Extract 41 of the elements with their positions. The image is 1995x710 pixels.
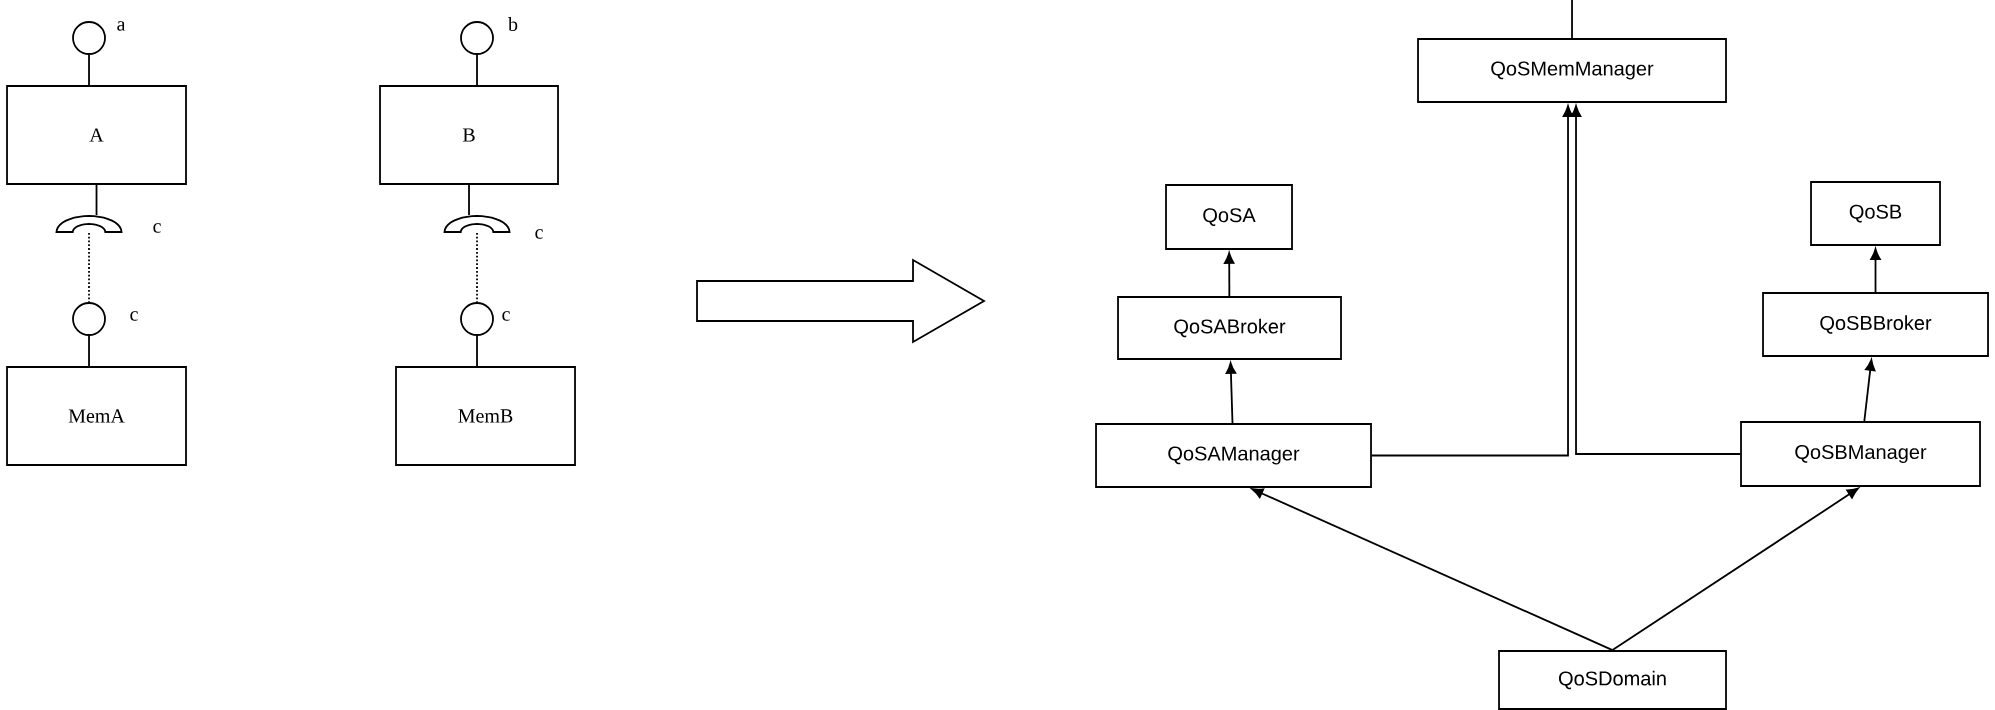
class-box: MemA (6, 366, 187, 466)
interface-circle (460, 21, 494, 55)
connector-line (88, 232, 90, 303)
connector-line (88, 54, 90, 86)
connector-line (95, 184, 98, 216)
socket-symbol (55, 215, 123, 233)
interface-label: c (130, 311, 138, 321)
arrow (1570, 105, 1741, 455)
socket-symbol (443, 215, 511, 233)
arrow (1371, 105, 1574, 457)
connector-line (1571, 0, 1573, 39)
class-box: QoSBManager (1740, 421, 1981, 487)
interface-label: a (117, 21, 126, 31)
class-box: QoSBBroker (1762, 292, 1989, 357)
class-box: A (6, 85, 187, 185)
class-box: QoSDomain (1498, 650, 1727, 710)
class-box: B (379, 85, 559, 185)
interface-label: c (502, 311, 510, 321)
class-box: QoSA (1165, 184, 1293, 250)
class-box: QoSMemManager (1417, 38, 1727, 103)
arrow (1611, 487, 1859, 651)
interface-circle (72, 302, 106, 336)
interface-label: c (535, 229, 543, 239)
interface-label: b (508, 16, 518, 31)
interface-circle (72, 21, 106, 55)
connector-line (468, 184, 470, 216)
class-box: QoSAManager (1095, 423, 1372, 488)
interface-circle (460, 302, 494, 336)
connector-line (476, 54, 478, 86)
class-box: QoSABroker (1117, 296, 1342, 360)
connector-line (88, 335, 90, 367)
class-box: QoSB (1810, 181, 1941, 246)
interface-label: c (153, 223, 161, 233)
connector-line (476, 232, 478, 303)
arrow (1224, 252, 1235, 297)
class-box: MemB (395, 366, 576, 466)
connector-line (476, 335, 478, 367)
arrow (1251, 488, 1614, 651)
arrow (1870, 248, 1881, 293)
arrow (1225, 362, 1237, 424)
arrow (1863, 359, 1876, 422)
